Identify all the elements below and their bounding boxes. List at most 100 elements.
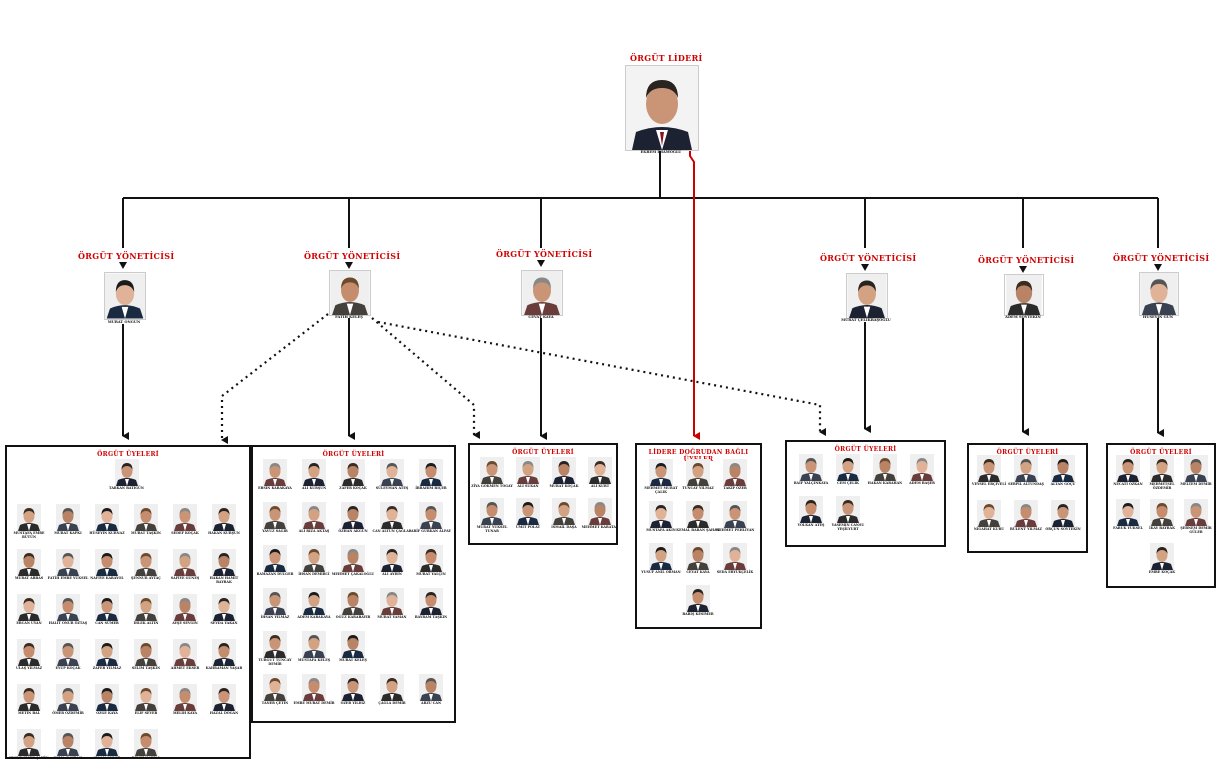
member-card: KEMAL BARAN ŞAHAN bbox=[676, 501, 720, 541]
person-portrait-icon bbox=[134, 684, 158, 711]
person-portrait-icon bbox=[380, 588, 404, 615]
member-name: ZAFER YILMAZ bbox=[92, 666, 122, 670]
person-portrait-icon bbox=[173, 594, 197, 621]
members-box: ÖRGÜT ÜYELERİ RAİF YALÇINKAYA CEM ÇELİK … bbox=[785, 440, 946, 547]
person-portrait-icon bbox=[1184, 499, 1208, 526]
member-card: VEYSEL ERÇİVELİ bbox=[971, 455, 1007, 495]
member-card: OĞUZ KARABAYIR bbox=[335, 588, 371, 628]
member-name: VOLKAN ATEŞ bbox=[797, 523, 825, 527]
member-name: EMRE KOÇAK bbox=[1148, 570, 1176, 574]
person-portrait-icon bbox=[212, 549, 236, 576]
person-portrait-icon bbox=[212, 594, 236, 621]
manager-name: ADEM SOYTEKİN bbox=[1005, 315, 1041, 319]
member-card: FATİH EMRE YÜKSEL bbox=[48, 549, 88, 589]
member-name: ŞENNUR AYTAÇ bbox=[131, 576, 161, 580]
person-portrait-icon bbox=[380, 674, 404, 701]
member-card: MUSTAFA AKIN bbox=[643, 501, 679, 541]
person-portrait-icon bbox=[17, 594, 41, 621]
person-portrait-icon bbox=[649, 501, 673, 528]
person-portrait-icon bbox=[56, 684, 80, 711]
person-portrait-icon bbox=[302, 502, 326, 529]
box-title: ÖRGÜT ÜYELERİ bbox=[1130, 449, 1192, 456]
member-card: MEHMET KARATAŞ bbox=[582, 498, 618, 538]
member-name: MEHMET MURAT ÇALIK bbox=[644, 486, 678, 494]
manager-title: ÖRGÜT YÖNETİCİSİ bbox=[1113, 253, 1210, 263]
member-name: İKAY BAYRAK bbox=[1149, 526, 1175, 530]
member-name: DENİZ KARTAL bbox=[131, 756, 161, 760]
member-card: SEVDA YAKAN bbox=[206, 594, 242, 634]
member-card: AYŞE SEVGİN bbox=[167, 594, 203, 634]
person-portrait-icon bbox=[134, 639, 158, 666]
member-name: MUSTAFA AKIN bbox=[646, 528, 676, 532]
member-card: SÜLEYMAN ATEŞ bbox=[374, 459, 410, 499]
person-portrait-icon bbox=[17, 549, 41, 576]
person-portrait-icon bbox=[649, 543, 673, 570]
person-portrait-icon bbox=[212, 684, 236, 711]
member-name: MURAT KOÇAK bbox=[549, 484, 579, 488]
person-portrait-icon bbox=[263, 631, 287, 658]
person-portrait-icon bbox=[723, 459, 747, 486]
person-portrait-icon bbox=[95, 639, 119, 666]
member-name: ESMA BAYRAK bbox=[54, 756, 82, 760]
manager-photo bbox=[846, 273, 888, 319]
member-name: TARKAN BATIGÜN bbox=[109, 486, 144, 490]
person-portrait-icon bbox=[686, 543, 710, 570]
arrow-down-icon bbox=[119, 262, 127, 269]
member-card: ADEM KARAKAYA bbox=[296, 588, 332, 628]
member-card: BARIŞ KESİMER bbox=[680, 585, 716, 625]
member-card: HAZAL DOĞAN bbox=[206, 684, 242, 724]
member-name: SEVDA YAKAN bbox=[210, 621, 238, 625]
member-name: RAMAZAN DÜLGER bbox=[256, 572, 294, 576]
member-name: EMRE MURAT DEMİR bbox=[293, 701, 335, 705]
box-title: ÖRGÜT ÜYELERİ bbox=[322, 451, 385, 458]
member-card: ÖMER ÖZDEMİR bbox=[50, 684, 86, 724]
member-name: SERPİL ALTUNDAŞ bbox=[1008, 482, 1044, 486]
member-card: CEM ÇELİK bbox=[830, 454, 866, 494]
member-name: CAN SÜMER bbox=[95, 621, 119, 625]
member-card: SİNAN GÜLER bbox=[89, 729, 125, 769]
member-card: ZAFER YILMAZ bbox=[89, 639, 125, 679]
arrow-down-icon bbox=[345, 262, 353, 269]
member-card: HAKAN KURŞUN bbox=[206, 504, 242, 544]
person-portrait-icon bbox=[341, 674, 365, 701]
member-card: MEHMET ÇAKALOĞLU bbox=[332, 545, 374, 585]
person-portrait-icon bbox=[17, 504, 41, 531]
member-card: SELİM TAŞKIN bbox=[128, 639, 164, 679]
member-name: BÜLENT YILMAZ bbox=[1010, 527, 1042, 531]
member-name: AYŞE SEVGİN bbox=[172, 621, 198, 625]
person-portrait-icon bbox=[380, 502, 404, 529]
person-portrait-icon bbox=[330, 271, 370, 315]
member-card: İKAY BAYRAK bbox=[1144, 499, 1180, 539]
person-portrait-icon bbox=[799, 496, 823, 523]
member-name: MURAT KELEŞ bbox=[339, 658, 367, 662]
manager-photo bbox=[1004, 274, 1044, 316]
member-card: RAİF YALÇINKAYA bbox=[793, 454, 829, 494]
member-name: HAKAN HAMİT BAYRAK bbox=[209, 576, 239, 584]
member-card: CEVAT KAYA bbox=[680, 543, 716, 583]
member-name: METİN BAL bbox=[18, 711, 40, 715]
person-portrait-icon bbox=[588, 498, 612, 525]
member-name: MURAT ABBAS bbox=[14, 576, 44, 580]
person-portrait-icon bbox=[263, 459, 287, 486]
member-card: TANER ÇETİN bbox=[257, 674, 293, 714]
member-card: NAFİYE KARAYOL bbox=[89, 549, 125, 589]
member-name: ORÇUN SOYTEKİN bbox=[1045, 527, 1081, 531]
person-portrait-icon bbox=[1014, 455, 1038, 482]
member-card: MELTEM DEMİR bbox=[1178, 455, 1214, 495]
member-name: CAN ALTUN ÇAĞLAR bbox=[372, 529, 412, 533]
member-name: ÖZHAN AKGÜN bbox=[338, 529, 368, 533]
member-card: ORÇUN SOYTEKİN bbox=[1045, 500, 1081, 540]
member-name: MURAT YÜKSEL TUNAR bbox=[476, 525, 508, 533]
person-portrait-icon bbox=[1150, 455, 1174, 482]
person-portrait-icon bbox=[212, 504, 236, 531]
person-portrait-icon bbox=[263, 674, 287, 701]
manager-name: CEVAT KAYA bbox=[528, 315, 554, 319]
person-portrait-icon bbox=[1051, 455, 1075, 482]
person-portrait-icon bbox=[302, 588, 326, 615]
person-portrait-icon bbox=[686, 459, 710, 486]
member-card: NİGAHAT KURU bbox=[971, 500, 1007, 540]
person-portrait-icon bbox=[1150, 543, 1174, 570]
person-portrait-icon bbox=[626, 66, 698, 150]
person-portrait-icon bbox=[686, 501, 710, 528]
member-name: ADEM BAŞER bbox=[909, 481, 935, 485]
